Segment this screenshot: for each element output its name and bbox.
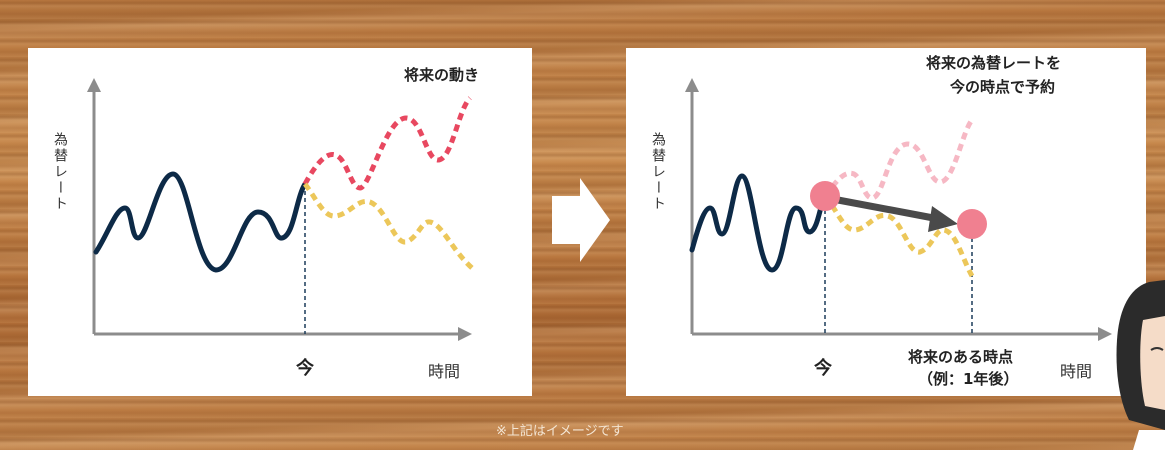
rate-line-past: [93, 171, 308, 273]
right-panel-title-line1: 将来の為替レートを: [926, 54, 1062, 72]
rate-line-up-scenario: [823, 118, 975, 201]
rate-line-up-scenario: [302, 96, 472, 191]
left-x-axis-label: 時間: [428, 362, 461, 381]
forward-contract-arrow: [837, 196, 945, 224]
left-now-label: 今: [296, 358, 314, 379]
disclaimer-note: ※上記はイメージです: [496, 424, 624, 439]
y-axis-arrowhead: [87, 78, 101, 92]
left-chart-svg: [87, 78, 474, 341]
x-axis-arrowhead: [1098, 327, 1112, 341]
now-rate-marker: [810, 181, 840, 211]
left-y-axis-label: 為替レート: [52, 132, 68, 212]
right-now-label: 今: [814, 358, 832, 379]
right-chart-svg: [685, 78, 1112, 341]
rate-line-down-scenario: [303, 182, 474, 270]
right-x-axis-label: 時間: [1060, 362, 1093, 381]
right-arrow-icon: [552, 178, 610, 262]
left-panel-title: 将来の動き: [404, 66, 480, 84]
x-axis-arrowhead: [458, 327, 472, 341]
rate-line-down-scenario: [823, 194, 975, 278]
forward-contract-arrowhead: [928, 206, 958, 232]
y-axis-arrowhead: [685, 78, 699, 92]
character-illustration: [1116, 280, 1165, 450]
rate-line-past: [689, 173, 828, 273]
right-y-axis-label: 為替レート: [650, 132, 666, 212]
future-point-label-line2: （例：1年後）: [918, 370, 1019, 388]
right-panel-title-line2: 今の時点で予約: [950, 78, 1056, 96]
future-rate-marker: [957, 209, 987, 239]
future-point-label-line1: 将来のある時点: [908, 348, 1014, 366]
left-chart-panel: 将来の動き 為替レート 時間 今: [28, 48, 532, 396]
right-chart-panel: 将来の為替レートを 今の時点で予約 為替レート 時間 今 将来のある時点 （例：…: [626, 48, 1146, 396]
